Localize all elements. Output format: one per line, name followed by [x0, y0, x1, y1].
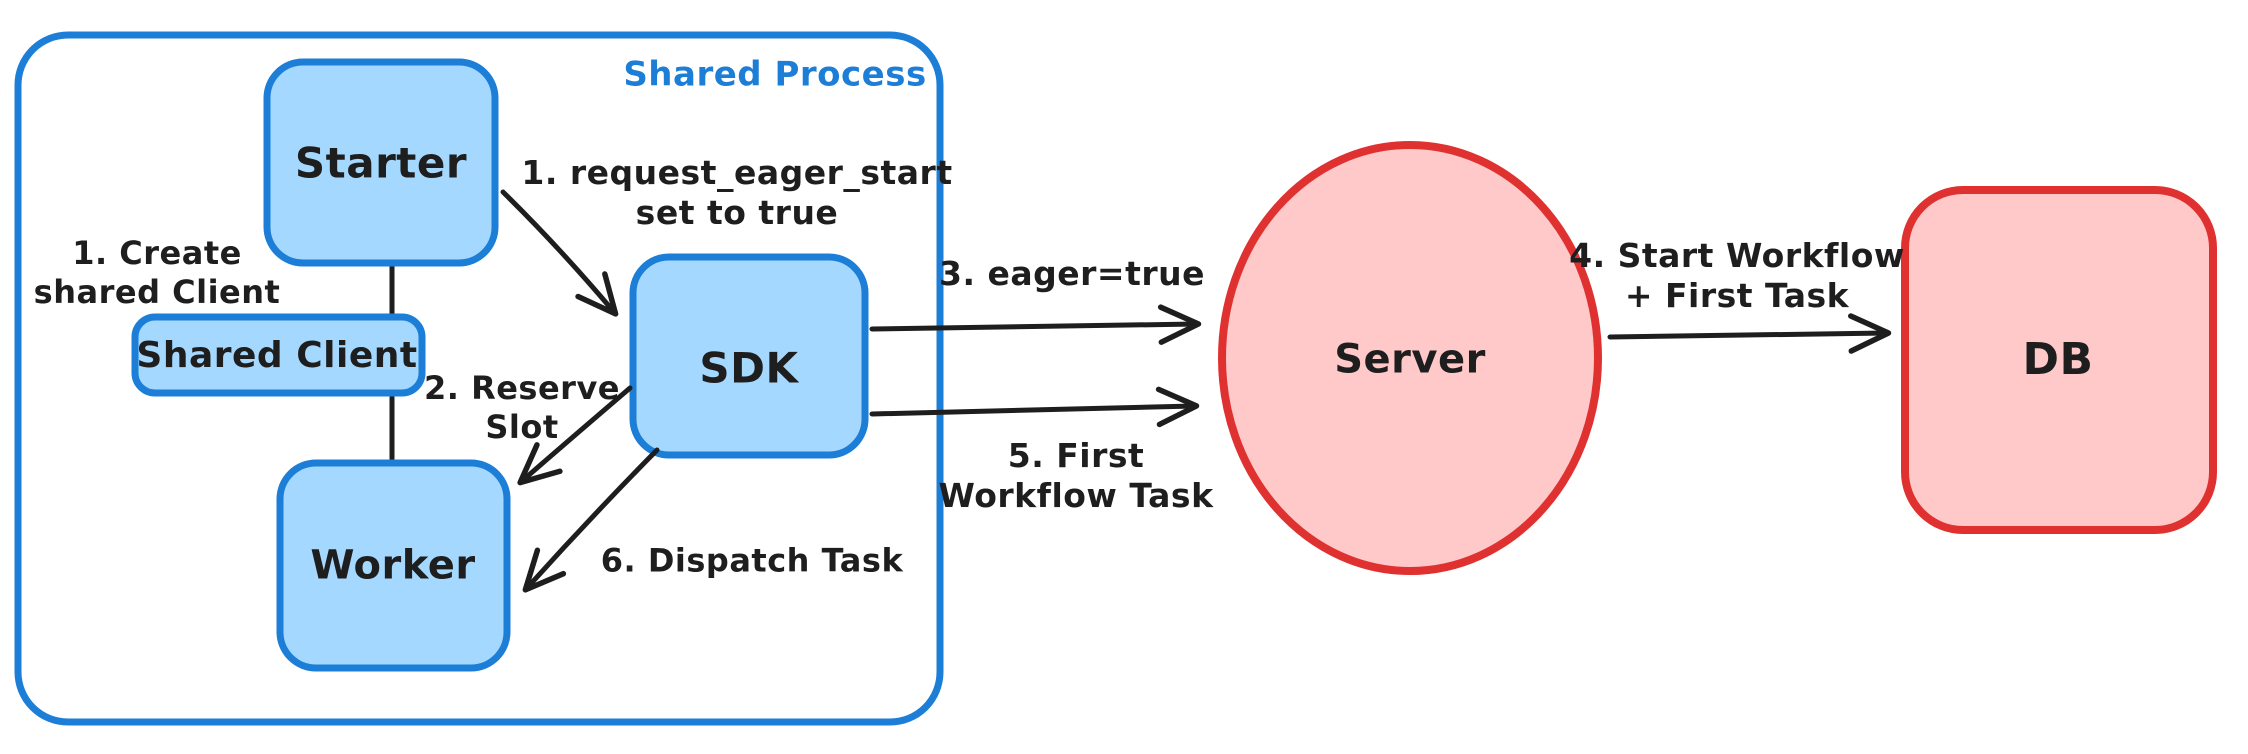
shared-client-box [131, 313, 426, 397]
arrow-sdk-to-server-first-task [869, 386, 1200, 428]
annotation-start-workflow-line1: 4. Start Workflow [1569, 235, 1905, 275]
shared-process-label: Shared Process [623, 54, 927, 95]
annotation-create-shared-client-line1: 1. Create [72, 233, 242, 272]
annotation-eager-true: 3. eager=true [939, 253, 1205, 293]
worker-box [276, 459, 511, 672]
starter-label: Starter [294, 138, 468, 188]
worker-label: Worker [310, 542, 476, 589]
sdk-box [629, 253, 869, 459]
annotation-reserve-slot-line2: Slot [485, 408, 559, 446]
arrow-sdk-to-worker-dispatch [522, 447, 660, 593]
server-circle [1218, 141, 1602, 575]
annotation-reserve-slot-line1: 2. Reserve [424, 368, 620, 407]
annotation-reserve-slot: 2. Reserve Slot [424, 369, 620, 447]
annotation-dispatch-task: 6. Dispatch Task [600, 541, 904, 580]
db-label: DB [2022, 334, 2094, 386]
sdk-label: SDK [699, 343, 799, 393]
annotation-request-eager-start-line1: 1. request_eager_start [521, 152, 953, 192]
arrow-starter-to-sdk [500, 189, 619, 317]
starter-box [263, 58, 499, 267]
arrow-sdk-to-server-eager [869, 304, 1202, 345]
db-box [1901, 186, 2217, 534]
annotation-request-eager-start-line2: set to true [635, 193, 839, 232]
arrow-server-to-db [1607, 313, 1892, 354]
annotation-start-workflow: 4. Start Workflow + First Task [1569, 236, 1905, 317]
annotation-first-workflow-task-line1: 5. First [1007, 435, 1145, 475]
arrow-sdk-to-worker-reserve [517, 385, 633, 486]
annotation-create-shared-client-line2: shared Client [33, 273, 281, 311]
annotation-start-workflow-line2: + First Task [1624, 276, 1850, 315]
annotation-first-workflow-task: 5. First Workflow Task [938, 436, 1213, 517]
annotation-first-workflow-task-line2: Workflow Task [938, 476, 1214, 515]
annotation-request-eager-start: 1. request_eager_start set to true [521, 153, 952, 234]
annotation-create-shared-client: 1. Create shared Client [34, 234, 281, 312]
server-label: Server [1334, 336, 1486, 383]
shared-process-container [14, 31, 944, 726]
shared-client-label: Shared Client [136, 335, 418, 377]
